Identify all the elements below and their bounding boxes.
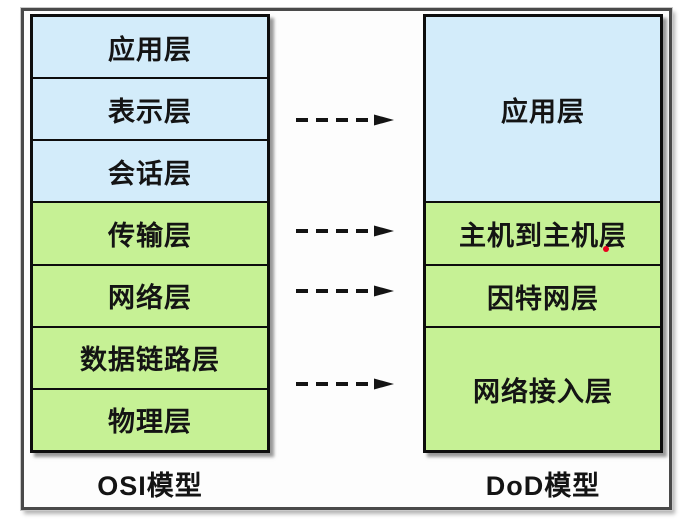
layer-label: 应用层 (501, 96, 585, 127)
red-dot-mark (603, 246, 609, 252)
osi-layer-application: 应用层 (33, 17, 267, 80)
dashed-arrow-upper-layers (296, 114, 394, 126)
layer-label: 网络层 (108, 283, 192, 314)
layer-label: 因特网层 (487, 283, 599, 314)
layer-label: 物理层 (108, 407, 192, 438)
layer-label: 应用层 (108, 34, 192, 65)
layer-label: 会话层 (108, 158, 192, 189)
dod-layer-network-access: 网络接入层 (426, 328, 660, 450)
dod-layer-internet: 因特网层 (426, 266, 660, 328)
osi-stack: 应用层 表示层 会话层 传输层 网络层 数据链路层 物理层 (30, 14, 270, 453)
osi-layer-presentation: 表示层 (33, 79, 267, 142)
layer-label: 数据链路层 (80, 345, 220, 376)
dod-layer-application: 应用层 (426, 17, 660, 203)
dod-layer-host-to-host: 主机到主机层 (426, 203, 660, 266)
outer-frame: 应用层 表示层 会话层 传输层 网络层 数据链路层 物理层 应用层 主机到主机层… (21, 8, 672, 510)
osi-layer-network: 网络层 (33, 265, 267, 328)
osi-model-label: OSI模型 (97, 471, 203, 501)
dod-model-label: DoD模型 (485, 471, 601, 501)
layer-label: 表示层 (108, 96, 192, 127)
dashed-arrow-lower-layers (296, 378, 394, 390)
osi-layer-session: 会话层 (33, 141, 267, 204)
layer-label: 主机到主机层 (459, 221, 627, 251)
dashed-arrow-transport (296, 225, 394, 237)
osi-layer-transport: 传输层 (33, 203, 267, 266)
osi-layer-physical: 物理层 (33, 389, 267, 450)
dod-stack: 应用层 主机到主机层 因特网层 网络接入层 (423, 14, 663, 453)
layer-label: 网络接入层 (473, 376, 613, 407)
layer-label: 传输层 (108, 220, 192, 251)
dashed-arrow-network (296, 285, 394, 297)
osi-layer-datalink: 数据链路层 (33, 327, 267, 390)
